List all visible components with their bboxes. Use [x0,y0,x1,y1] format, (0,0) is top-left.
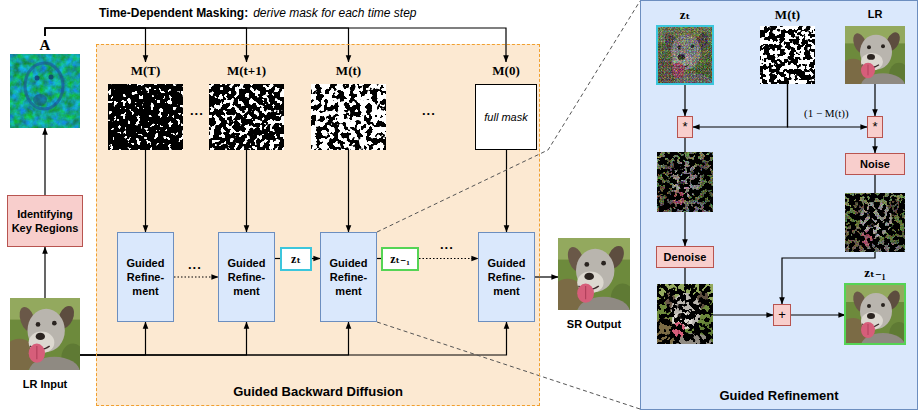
latent-box: zₜ [280,247,312,271]
connector [377,1,640,232]
node-label: Guided Refinement [719,388,838,404]
process-box: Identifying Key Regions [7,195,83,247]
node-text: * [682,120,687,134]
refinement-box: Guided Refine- ment [117,232,174,322]
connector [312,258,320,259]
lr-image: LR [845,6,905,84]
mask-picture [209,84,284,150]
masked-picture [651,152,716,227]
node-text: Denoise [664,250,707,264]
node-text: Noise [860,157,890,171]
heatmap-image: A [10,36,80,128]
node-text: Guided Refine- ment [482,256,531,298]
node-text: zₜ₋₁ [390,252,410,266]
region-panel: Guided Backward Diffusion M(T) M(t+1) M(t) M… [96,44,540,406]
edge-label: (1 − M(t)) [802,106,851,120]
node-label: A [40,36,51,54]
connector [80,322,247,355]
connector [788,84,868,127]
node-text: zₜ [291,252,301,266]
connector [80,322,507,355]
connector [535,276,558,277]
panel-fill [640,0,918,410]
operator-box: * [867,116,883,138]
connector [44,247,45,298]
mask-picture [311,84,386,150]
node-label: zₜ [680,6,691,24]
node-text: full mask [475,84,537,150]
denoised-picture [651,284,716,359]
node-label: M(t) [775,6,800,24]
node-label: M(T) [131,62,161,80]
input-image: LR Input [10,298,80,392]
node-label: Guided Backward Diffusion [233,384,403,400]
connector [419,258,478,259]
output-latent-picture [839,284,909,359]
mask-image: M(t) [311,62,386,150]
node-label: M(0) [492,62,519,80]
connector [684,84,685,116]
mask-picture [760,26,815,84]
detail-panel: Guided Refinement zₜ M(t) LR * * NoiseDenoise +… [640,0,918,410]
connector [80,322,146,355]
refinement-box: Guided Refine- ment [320,232,377,322]
connector [874,138,875,153]
refinement-box: Guided Refine- ment [478,232,535,322]
noised-lr-picture [839,193,909,267]
node-text: Guided Refine- ment [324,256,373,298]
connector [246,150,247,232]
sr-output-picture [551,238,635,328]
node-text: * [872,120,877,134]
mask-image: M(t) [760,6,815,84]
mask-box: M(0) full mask [475,62,537,150]
connector [506,150,507,232]
node-label: LR [868,6,883,22]
region-fill [96,44,540,406]
mask-image: M(T) [108,62,183,150]
ellipsis: ... [440,238,454,252]
node-label: LR Input [23,376,68,392]
connector [377,322,640,409]
connector [693,84,788,127]
connector [791,314,845,315]
latent-image: zₜ₋₁ [845,264,905,344]
latent-box: zₜ₋₁ [381,247,419,271]
title-text: Time-Dependent Masking: [98,5,249,21]
node-label: zₜ₋₁ [864,264,885,282]
connector [874,84,875,116]
connector [80,322,349,355]
node-text: Identifying Key Regions [11,207,79,235]
process-box: Noise [845,153,905,175]
operator-box: + [773,304,791,326]
refinement-box: Guided Refine- ment [218,232,275,322]
connector [45,28,349,62]
connector [348,150,349,232]
connector [174,276,218,277]
lr-input-picture [3,298,85,388]
connector [145,150,146,232]
node-text: Guided Refine- ment [121,256,170,298]
node-text: + [778,308,786,322]
mask-picture [108,84,183,150]
node-label: SR Output [567,316,621,332]
ellipsis: ... [422,104,436,118]
node-label: M(t+1) [227,62,266,80]
operator-box: * [677,116,693,138]
noisy-latent-picture [651,26,716,99]
process-box: Denoise [656,246,714,268]
lr-picture [839,26,909,99]
latent-image: zₜ [657,6,713,84]
connector [44,128,45,195]
heatmap-picture [10,54,80,128]
connector [45,28,506,62]
ellipsis: ... [190,104,204,118]
mask-image: M(t+1) [209,62,284,150]
node-text: Guided Refine- ment [222,256,271,298]
node-label: M(t) [336,62,361,80]
title-text: derive mask for each time step [252,5,417,21]
output-image: SR Output [558,238,630,332]
ellipsis: ... [188,258,202,272]
